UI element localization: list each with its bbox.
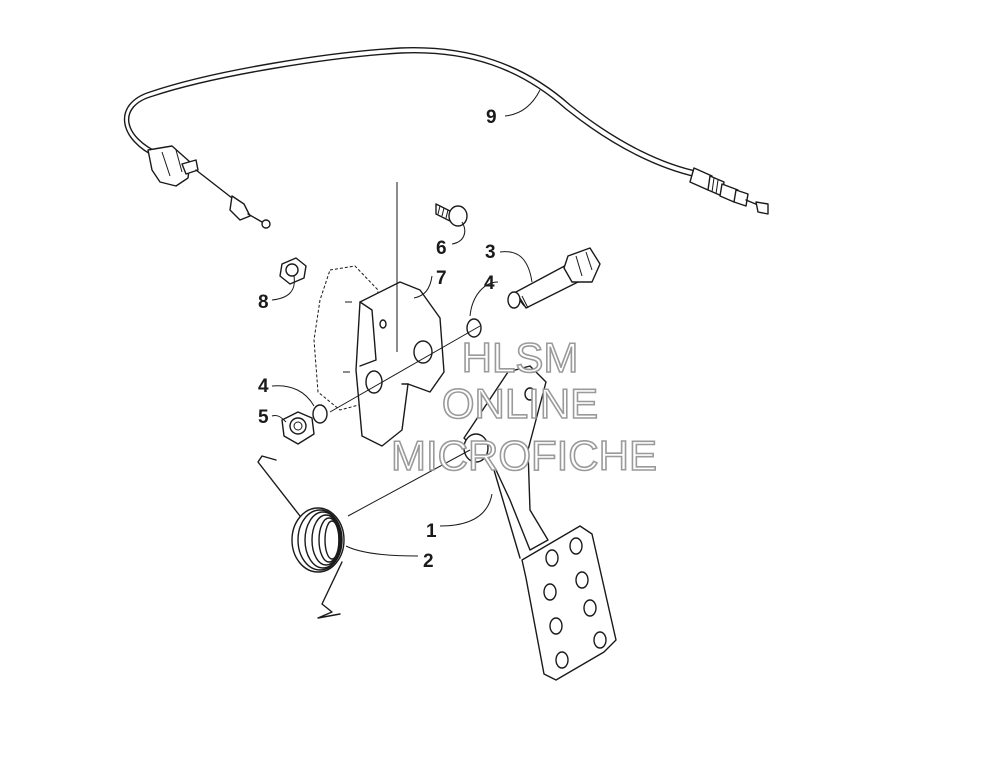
- bolt-axis-line: [329, 325, 481, 413]
- leader-lines: [271, 89, 541, 557]
- stud-marker: [343, 301, 352, 373]
- label-part-6: 6: [436, 238, 447, 259]
- label-part-4-lower: 4: [258, 376, 269, 397]
- nut-part-8: [279, 257, 307, 285]
- watermark-line-2: ONLINE: [442, 380, 598, 427]
- o-ring-part-4-lower: [312, 404, 328, 424]
- spring-axis-line: [347, 449, 471, 517]
- screw-part-6: [435, 203, 468, 227]
- label-part-4-upper: 4: [484, 273, 495, 294]
- throttle-cable-part-9: [123, 47, 769, 229]
- label-part-2: 2: [423, 551, 434, 572]
- label-part-8: 8: [258, 292, 269, 313]
- locknut-part-5: [281, 411, 315, 445]
- watermark: HLSM ONLINE MICROFICHE: [390, 333, 658, 480]
- watermark-line-1: HLSM: [462, 334, 579, 381]
- pivot-bolt-part-3: [507, 247, 601, 309]
- label-part-9: 9: [486, 107, 497, 128]
- pedal-arm-part-1: [463, 365, 549, 559]
- label-part-5: 5: [258, 407, 269, 428]
- gasket-outline: [313, 265, 379, 411]
- label-part-7: 7: [436, 268, 447, 289]
- bracket-part-7: [355, 281, 445, 447]
- torsion-spring-part-2: [257, 455, 345, 619]
- label-part-1: 1: [426, 521, 437, 542]
- pedal-pad: [521, 525, 617, 681]
- label-part-3: 3: [485, 242, 496, 263]
- watermark-line-3: MICROFICHE: [391, 432, 657, 479]
- o-ring-part-4-upper: [466, 318, 482, 338]
